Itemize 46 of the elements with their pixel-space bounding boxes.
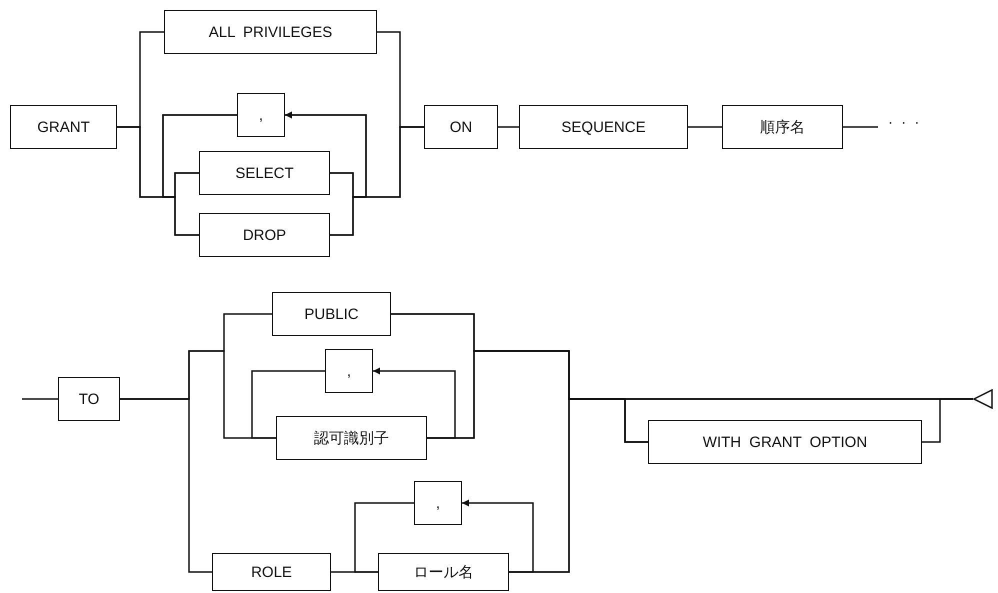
syntax-box [199, 151, 330, 195]
keyword-text: DROP [242, 226, 286, 244]
keyword-text: ALL PRIVILEGES [208, 24, 332, 40]
continuation-dots: · · · [888, 114, 922, 131]
syntax-box [414, 481, 462, 525]
syntax-box [272, 292, 391, 336]
connector-line [498, 126, 519, 128]
syntax-box [325, 349, 373, 393]
syntax-box [424, 105, 498, 149]
keyword-text: 認可識別子 [314, 428, 389, 448]
connector-line [354, 502, 414, 573]
connector-line [22, 398, 58, 400]
end-triangle [973, 389, 993, 409]
syntax-box [10, 105, 117, 149]
keyword-text: ロール名 [414, 562, 474, 582]
keyword-text: , [258, 106, 264, 124]
keyword-text: WITH GRANT OPTION [702, 434, 868, 450]
keyword-text: ROLE [251, 564, 292, 580]
syntax-box [199, 213, 330, 257]
keyword-text: PUBLIC [304, 306, 359, 322]
keyword-text: GRANT [37, 118, 90, 136]
arrow [373, 368, 456, 439]
keyword-text: SEQUENCE [561, 118, 646, 136]
keyword-text: SELECT [235, 164, 294, 182]
arrow [285, 112, 367, 236]
connector-line [688, 126, 722, 128]
connector-line [120, 398, 212, 573]
syntax-box [58, 377, 120, 421]
arrow [462, 500, 534, 573]
connector-line [843, 126, 878, 128]
syntax-box [164, 10, 377, 54]
syntax-box [237, 93, 285, 137]
syntax-box [276, 416, 427, 460]
syntax-box [722, 105, 843, 149]
connector-line [251, 370, 325, 439]
syntax-box [378, 553, 509, 591]
keyword-text: 順序名 [760, 118, 805, 136]
keyword-text: ON [450, 118, 472, 136]
connector-line [162, 114, 237, 236]
keyword-text: TO [78, 390, 100, 408]
syntax-box [519, 105, 688, 149]
keyword-text: , [346, 362, 352, 380]
keyword-text: , [436, 494, 440, 512]
syntax-box [212, 553, 331, 591]
syntax-box [648, 420, 922, 464]
connector-line [922, 398, 973, 443]
